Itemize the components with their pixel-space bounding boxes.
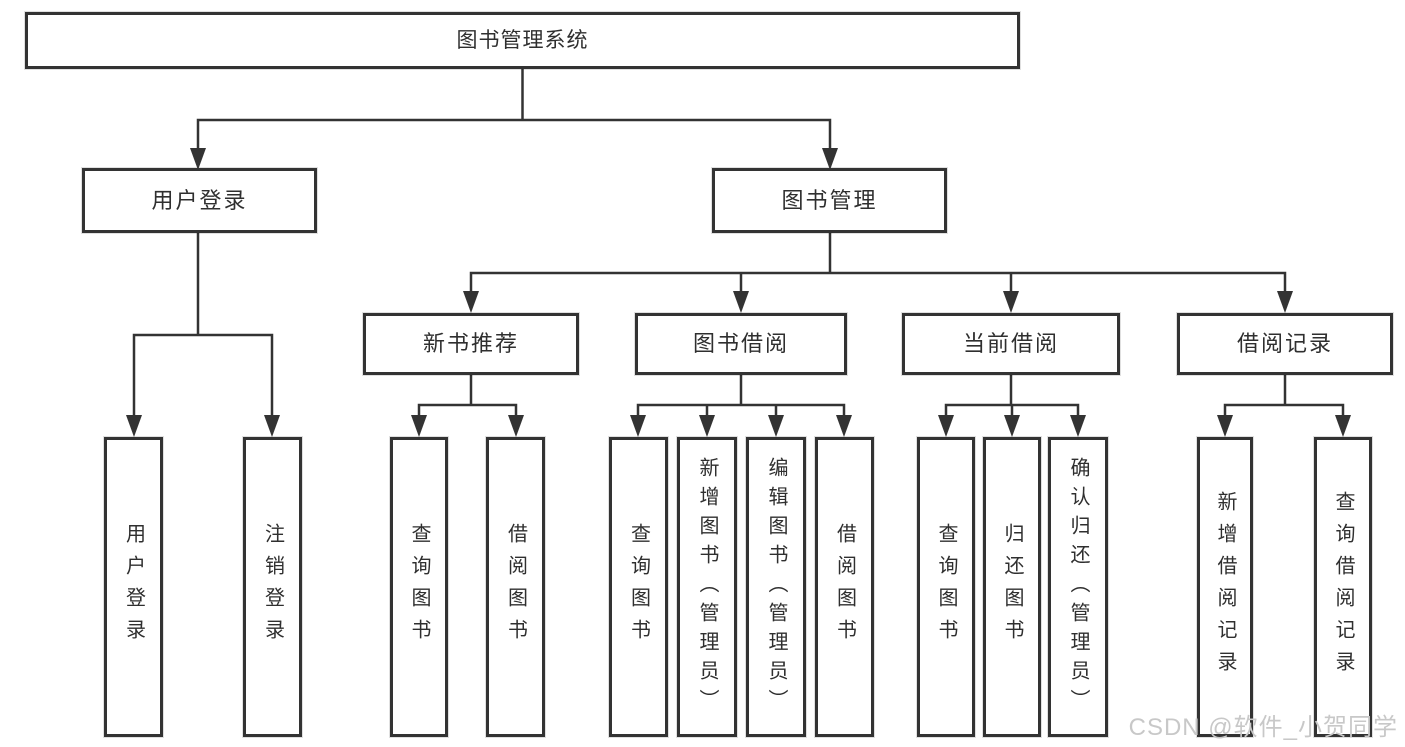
connector-group-borrow xyxy=(630,373,852,437)
connector-group-recommend xyxy=(411,373,524,437)
leaf-borrow-borrow-books: 借阅图书 xyxy=(815,437,874,737)
csdn-watermark: CSDN @软件_小贺同学 xyxy=(1128,714,1398,741)
leaf-logout: 注销登录 xyxy=(243,437,302,737)
connector-root-to-level2 xyxy=(190,66,838,170)
connector-book-management-groups xyxy=(463,231,1293,313)
leaf-borrow-edit-books-admin: 编辑图书（管理员） xyxy=(746,437,806,737)
leaf-current-query-books: 查询图书 xyxy=(917,437,975,737)
leaf-recommend-query-books: 查询图书 xyxy=(390,437,448,737)
leaf-current-confirm-return-admin: 确认归还（管理员） xyxy=(1048,437,1108,737)
leaf-records-add-record: 新增借阅记录 xyxy=(1197,437,1253,737)
leaf-user-login: 用户登录 xyxy=(104,437,163,737)
node-book-borrow: 图书借阅 xyxy=(635,313,847,375)
node-current-borrow: 当前借阅 xyxy=(902,313,1120,375)
leaf-recommend-borrow-books: 借阅图书 xyxy=(486,437,545,737)
leaf-current-return-books: 归还图书 xyxy=(983,437,1041,737)
node-book-management: 图书管理 xyxy=(712,168,947,233)
node-library-system: 图书管理系统 xyxy=(25,12,1020,69)
leaf-borrow-add-books-admin: 新增图书（管理员） xyxy=(677,437,737,737)
connector-group-current xyxy=(938,373,1086,437)
node-user-login: 用户登录 xyxy=(82,168,317,233)
leaf-records-query-record: 查询借阅记录 xyxy=(1314,437,1372,737)
connector-group-records xyxy=(1217,373,1351,437)
node-borrow-records: 借阅记录 xyxy=(1177,313,1393,375)
node-new-book-recommend: 新书推荐 xyxy=(363,313,579,375)
connector-user-login-children xyxy=(126,231,280,437)
leaf-borrow-query-books: 查询图书 xyxy=(609,437,668,737)
